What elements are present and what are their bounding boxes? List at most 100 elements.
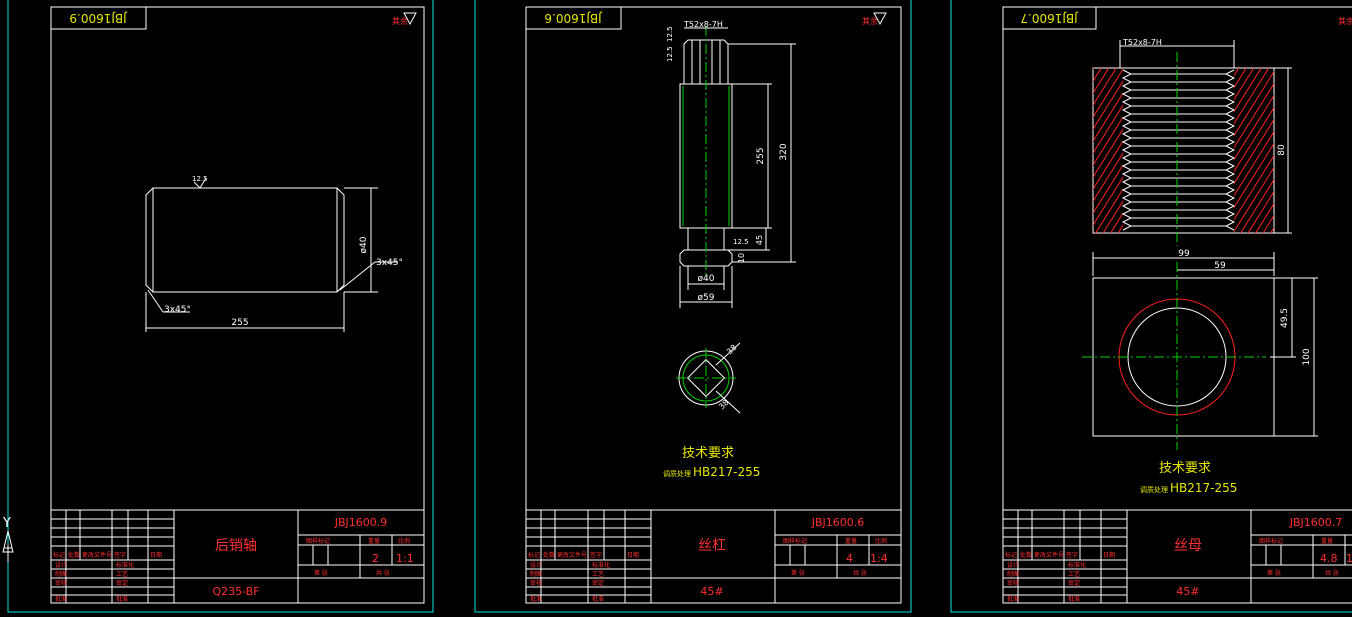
svg-text:重量: 重量: [845, 537, 857, 545]
sheet-3-roughness-note: 其余: [1338, 16, 1352, 26]
svg-text:签字: 签字: [1066, 551, 1078, 559]
nut-height-dim: 80: [1277, 144, 1287, 156]
svg-text:重量: 重量: [1321, 537, 1333, 545]
sheet-3-material: 45#: [1176, 585, 1199, 598]
svg-text:标记: 标记: [1005, 551, 1017, 559]
nut-section-view: [1092, 52, 1275, 246]
svg-text:第 张: 第 张: [314, 569, 328, 577]
sheet-3-count: 4.8: [1320, 552, 1338, 565]
sheet-1-outer-border: [7, 0, 434, 613]
svg-text:图样标记: 图样标记: [306, 537, 330, 545]
svg-text:更改文件号: 更改文件号: [557, 551, 587, 559]
sheet-3-scale: 1:: [1346, 552, 1352, 565]
svg-text:制图: 制图: [1007, 570, 1019, 578]
nut-thread-dim: T52x8-7H: [1122, 38, 1162, 47]
screw-roughness-c: 12.5: [733, 238, 749, 246]
svg-text:工艺: 工艺: [116, 570, 128, 578]
sheet-1: JBJ1600.9 其余 12.5 ø40 3x45° 3x45° 255: [7, 0, 434, 613]
screw-roughness-a: 12.5: [666, 26, 674, 42]
svg-text:批准: 批准: [1007, 595, 1019, 603]
screw-len-a: 255: [756, 147, 766, 164]
screw-dia-a: ø40: [698, 274, 715, 284]
svg-text:签字: 签字: [590, 551, 602, 559]
sheet-2-code-top: JBJ1600.6: [544, 11, 602, 25]
svg-text:更改文件号: 更改文件号: [1034, 551, 1064, 559]
svg-text:签字: 签字: [114, 551, 126, 559]
sheet-2-frame: [525, 6, 902, 604]
sheet-3-notes-label: 调质处理: [1140, 485, 1168, 494]
svg-text:制图: 制图: [530, 570, 542, 578]
svg-text:设计: 设计: [55, 561, 67, 569]
sheet-1-frame: [50, 6, 425, 604]
sheet-2-notes-value: HB217-255: [693, 465, 760, 479]
sheet-1-part-name: 后销轴: [215, 538, 257, 554]
sheet-2-title-block: 标记 处数 更改文件号 签字 日期 设计 制图 审核 批准 标准化 工艺 审定 …: [525, 509, 902, 604]
pin-chamfer-left: 3x45°: [164, 305, 191, 315]
sheet-2-notes-label: 调质处理: [663, 469, 691, 478]
sheet-2-scale: 1:4: [870, 552, 888, 565]
nut-halfwidth-dim: 59: [1214, 261, 1226, 271]
sheet-1-count: 2: [372, 552, 379, 565]
svg-text:批准: 批准: [116, 595, 128, 603]
sheet-1-code-top: JBJ1600.9: [69, 11, 127, 25]
screw-len-c: 45: [755, 235, 764, 245]
sheet-2-count: 4: [846, 552, 853, 565]
sheet-1-code: JBJ1600.9: [334, 516, 388, 529]
svg-text:共 张: 共 张: [1325, 569, 1339, 577]
sheet-2: JBJ1600.6 其余 T52x8-7H 12.5 12.5 255 32: [474, 0, 912, 613]
svg-text:标记: 标记: [53, 551, 65, 559]
pin-body: [145, 187, 345, 293]
sheet-3-code: JBJ1600.7: [1289, 516, 1343, 529]
sheet-3-part-name: 丝母: [1174, 538, 1202, 554]
svg-text:比例: 比例: [398, 537, 410, 545]
svg-text:批准: 批准: [530, 595, 542, 603]
svg-text:日期: 日期: [150, 551, 162, 559]
ucs-icon: Y: [2, 516, 14, 562]
pin-length-dim: 255: [231, 318, 248, 328]
sheet-2-roughness-note: 其余: [862, 16, 878, 26]
svg-text:标准化: 标准化: [1068, 561, 1086, 569]
lead-screw: [679, 26, 733, 278]
svg-text:审核: 审核: [1007, 579, 1019, 587]
nut-halfheight-dim: 49.5: [1280, 308, 1290, 328]
ucs-y-label: Y: [2, 516, 11, 531]
pin-chamfer-right: 3x45°: [376, 258, 403, 268]
section-dim-b: 38: [717, 398, 731, 412]
svg-text:批准: 批准: [55, 595, 67, 603]
svg-text:标准化: 标准化: [116, 561, 134, 569]
sheet-2-outer-border: [474, 0, 912, 613]
svg-text:日期: 日期: [1103, 551, 1115, 559]
svg-text:比例: 比例: [875, 537, 887, 545]
sheet-3-notes-value: HB217-255: [1170, 481, 1237, 495]
sheet-1-material: Q235-BF: [212, 585, 259, 598]
svg-text:工艺: 工艺: [592, 570, 604, 578]
pin-diameter-dim: ø40: [359, 236, 369, 253]
screw-roughness-b: 12.5: [666, 46, 674, 62]
pin-roughness-label: 12.5: [192, 175, 208, 183]
svg-text:制图: 制图: [55, 570, 67, 578]
sheet-3-notes-heading: 技术要求: [1159, 461, 1211, 476]
sheet-2-code-box: [525, 6, 622, 30]
screw-len-d: 10: [737, 253, 746, 263]
svg-text:设计: 设计: [530, 561, 542, 569]
svg-text:更改文件号: 更改文件号: [82, 551, 112, 559]
svg-text:设计: 设计: [1007, 561, 1019, 569]
pin-roughness-icon: [193, 177, 207, 189]
svg-text:批准: 批准: [1068, 595, 1080, 603]
svg-text:共 张: 共 张: [376, 569, 390, 577]
sheet-3-code-top: JBJ1600.7: [1020, 11, 1078, 25]
screw-thread-dim: T52x8-7H: [683, 20, 723, 29]
svg-text:处数: 处数: [1020, 551, 1032, 559]
svg-text:第 张: 第 张: [1267, 569, 1281, 577]
sheet-3-code-box: [1002, 6, 1097, 30]
sheet-2-notes-heading: 技术要求: [682, 446, 734, 461]
sheet-3-outer-border: [950, 0, 1352, 613]
svg-text:审核: 审核: [530, 579, 542, 587]
svg-text:共 张: 共 张: [853, 569, 867, 577]
sheet-2-material: 45#: [700, 585, 723, 598]
nut-end-view: 99 59 49.5 100: [1082, 249, 1318, 450]
svg-text:处数: 处数: [68, 551, 80, 559]
sheet-1-scale: 1:1: [396, 552, 414, 565]
screw-len-b: 320: [779, 143, 789, 160]
